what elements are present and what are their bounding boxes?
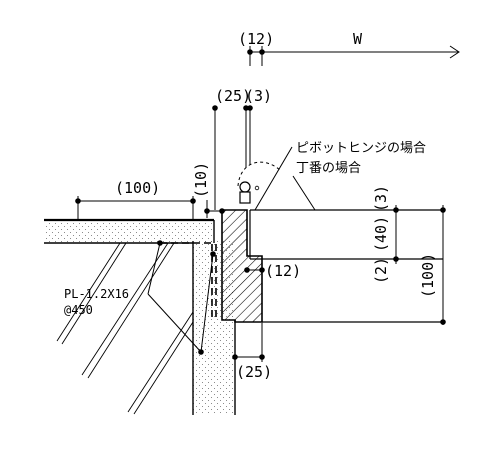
door-leaf	[249, 209, 443, 323]
dim-100-left: (100)	[115, 179, 160, 197]
wall-finish-board	[44, 218, 215, 244]
dim-10: (10)	[192, 162, 210, 198]
dim-25-bottom: (25)	[236, 363, 272, 381]
pitch-spec: @450	[64, 303, 93, 317]
dim-top-12: (12)	[238, 30, 274, 48]
leader-lines	[147, 146, 316, 353]
dim-40: (40)	[372, 216, 390, 252]
dimension-dots	[75, 49, 446, 360]
plate-spec: PL-1.2X16	[64, 287, 129, 301]
dim-12-mid: (12)	[265, 262, 301, 280]
wall-hatch-lines	[56, 242, 194, 415]
dim-w: W	[353, 30, 363, 48]
dim-3-right: (3)	[372, 185, 390, 212]
pivot-hinge-label: ピボットヒンジの場合	[296, 141, 426, 156]
dim-3-top: (3)	[245, 87, 272, 105]
dim-25-top: (25)	[215, 87, 251, 105]
steel-frame	[221, 209, 263, 323]
butt-hinge-label: 丁番の場合	[296, 161, 361, 176]
anchor-dashed-lines	[160, 242, 217, 320]
dim-100-right: (100)	[419, 253, 437, 298]
dim-2: (2)	[372, 257, 390, 284]
pivot-hinge	[237, 161, 281, 204]
